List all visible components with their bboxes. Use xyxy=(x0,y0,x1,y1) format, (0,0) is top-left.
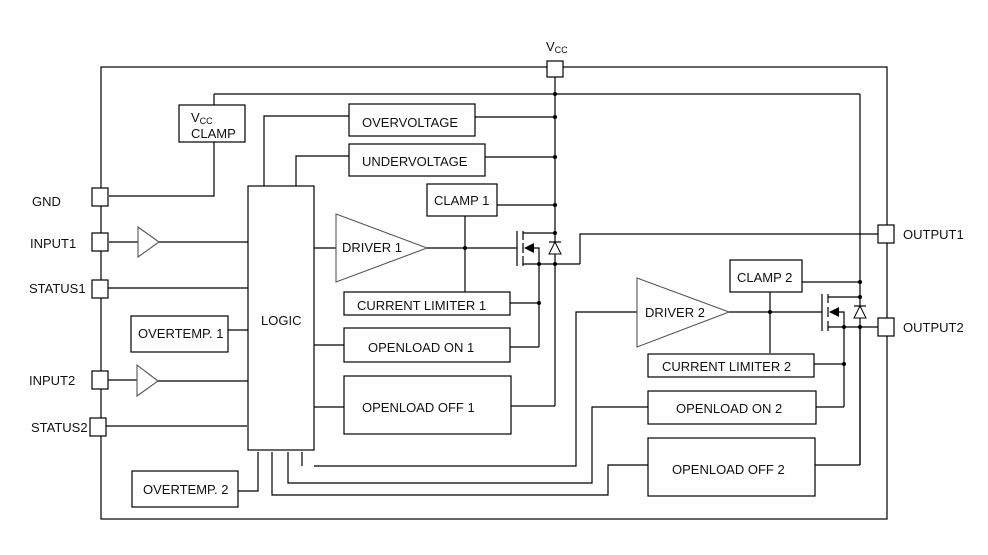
mosfet1 xyxy=(516,231,580,266)
wire xyxy=(238,452,259,492)
overtemp2-label: OVERTEMP. 2 xyxy=(143,482,229,497)
openload-on1-block xyxy=(343,327,511,363)
clamp1-label: CLAMP 1 xyxy=(434,193,489,208)
clamp2-label: CLAMP 2 xyxy=(737,270,792,285)
junction xyxy=(463,246,467,250)
vcc-clamp-label-1: VCC xyxy=(191,110,213,126)
overtemp1-block xyxy=(130,315,229,353)
junction xyxy=(842,362,846,366)
input1-pin-label: INPUT1 xyxy=(30,236,76,251)
current-limiter2-label: CURRENT LIMITER 2 xyxy=(662,359,791,374)
openload-off1-block xyxy=(343,375,512,435)
input1-pin[interactable] xyxy=(91,232,109,252)
junction xyxy=(553,92,557,96)
gnd-pin[interactable] xyxy=(91,187,109,207)
vcc-pin-label: VCC xyxy=(546,39,568,55)
status1-pin[interactable] xyxy=(91,279,109,299)
overtemp1-label: OVERTEMP. 1 xyxy=(138,326,224,341)
wire xyxy=(287,406,648,484)
current-limiter2-block xyxy=(647,353,815,378)
driver1-label: DRIVER 1 xyxy=(342,240,402,255)
logic-block xyxy=(247,185,315,451)
input2-pin-label: INPUT2 xyxy=(29,373,75,388)
driver2-label: DRIVER 2 xyxy=(645,305,705,320)
openload-on1-label: OPENLOAD ON 1 xyxy=(368,340,474,355)
openload-on2-block xyxy=(647,390,817,425)
output2-pin-label: OUTPUT2 xyxy=(903,320,964,335)
driver1-block xyxy=(335,213,429,283)
logic-label: LOGIC xyxy=(261,313,301,328)
openload-off2-block xyxy=(647,437,816,497)
wire xyxy=(314,311,637,467)
current-limiter1-label: CURRENT LIMITER 1 xyxy=(357,298,486,313)
wire xyxy=(263,115,349,186)
vcc-pin[interactable] xyxy=(546,60,564,78)
input1-buffer xyxy=(137,225,160,259)
junction xyxy=(858,280,862,284)
output1-wire xyxy=(579,233,878,264)
openload-off2-label: OPENLOAD OFF 2 xyxy=(672,462,785,477)
undervoltage-block xyxy=(348,143,486,177)
clamp1-block xyxy=(426,183,498,217)
junction xyxy=(553,155,557,159)
status2-pin[interactable] xyxy=(89,417,107,437)
wire xyxy=(109,142,215,197)
vcc-clamp-block xyxy=(178,104,246,143)
input2-pin[interactable] xyxy=(91,370,109,390)
junction xyxy=(553,203,557,207)
driver2-block xyxy=(636,277,731,348)
junction xyxy=(553,115,557,119)
overtemp2-block xyxy=(131,470,239,508)
openload-on2-label: OPENLOAD ON 2 xyxy=(676,401,782,416)
overvoltage-block xyxy=(348,103,476,137)
junction xyxy=(768,310,772,314)
output1-pin-label: OUTPUT1 xyxy=(903,227,964,242)
wire xyxy=(271,452,648,496)
overvoltage-label: OVERVOLTAGE xyxy=(362,115,458,130)
gnd-pin-label: GND xyxy=(32,194,61,209)
clamp2-block xyxy=(729,259,803,293)
input2-buffer xyxy=(136,363,159,398)
wire xyxy=(295,155,349,186)
output1-pin[interactable] xyxy=(877,224,895,244)
status1-pin-label: STATUS1 xyxy=(29,281,86,296)
status2-pin-label: STATUS2 xyxy=(31,420,88,435)
undervoltage-label: UNDERVOLTAGE xyxy=(362,154,468,169)
output2-pin[interactable] xyxy=(877,317,895,337)
vcc-clamp-label-2: CLAMP xyxy=(191,126,236,141)
openload-off1-label: OPENLOAD OFF 1 xyxy=(362,400,475,415)
mosfet2 xyxy=(821,294,878,407)
